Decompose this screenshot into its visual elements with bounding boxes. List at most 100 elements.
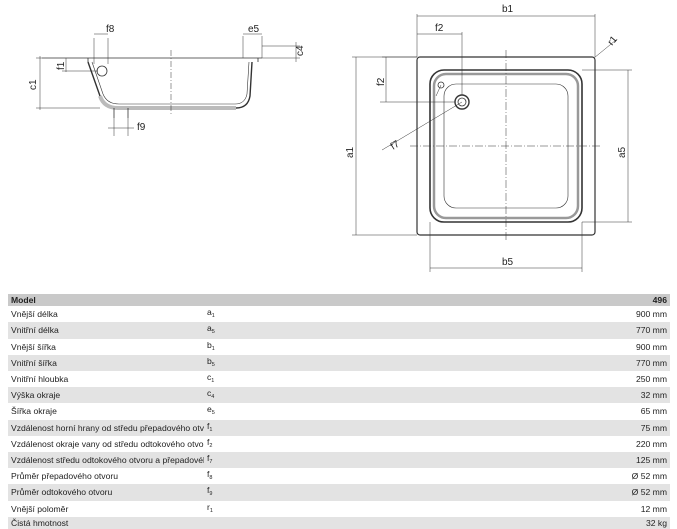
label-f1: f1 — [56, 61, 67, 70]
symbol-letter: c — [207, 388, 212, 399]
row-label: Vnitřní délka — [8, 322, 204, 339]
symbol-letter: f — [207, 469, 210, 480]
row-symbol: c1 — [204, 371, 270, 388]
header-label: Model — [8, 294, 204, 307]
row-symbol: r1 — [204, 500, 270, 517]
row-symbol: f1 — [204, 419, 270, 436]
label-f8: f8 — [106, 24, 115, 35]
symbol-letter: f — [207, 436, 210, 447]
symbol-subscript: 5 — [211, 329, 215, 336]
row-value: 65 mm — [270, 403, 670, 420]
row-value: Ø 52 mm — [270, 484, 670, 501]
row-label: Šířka okraje — [8, 403, 204, 420]
row-symbol: f9 — [204, 484, 270, 501]
label-r1: r1 — [606, 34, 620, 48]
row-label: Vnější poloměr — [8, 500, 204, 517]
symbol-subscript: 1 — [211, 345, 215, 352]
label-b5: b5 — [502, 257, 514, 268]
row-label: Vnější délka — [8, 306, 204, 323]
row-value: 125 mm — [270, 452, 670, 469]
row-value: 220 mm — [270, 435, 670, 453]
symbol-letter: b — [207, 355, 212, 366]
symbol-subscript: 1 — [211, 378, 215, 385]
top-view-drawing — [352, 14, 632, 272]
table-row: Vzdálenost horní hrany od středu přepado… — [8, 419, 670, 436]
symbol-letter: a — [207, 323, 212, 334]
label-a5: a5 — [617, 146, 628, 158]
table-row: Čistá hmotnost 32 kg — [8, 516, 670, 529]
row-symbol — [204, 516, 270, 529]
symbol-letter: e — [207, 404, 212, 415]
symbol-subscript: 5 — [211, 410, 215, 417]
symbol-subscript: 2 — [209, 442, 213, 449]
row-label: Vnitřní šířka — [8, 354, 204, 372]
row-value: 770 mm — [270, 354, 670, 372]
row-label: Vzdálenost okraje vany od středu odtokov… — [8, 435, 204, 453]
row-symbol: a1 — [204, 306, 270, 323]
table-header-row: Model 496 — [8, 294, 670, 307]
row-symbol: f7 — [204, 452, 270, 469]
row-value: 900 mm — [270, 338, 670, 355]
row-symbol: a5 — [204, 322, 270, 339]
symbol-letter: f — [207, 453, 210, 464]
symbol-subscript: 8 — [209, 475, 213, 482]
row-label: Čistá hmotnost — [8, 516, 204, 529]
side-view-labels: f8 e5 c4 f1 c1 f9 — [28, 24, 306, 133]
label-f9: f9 — [137, 122, 146, 133]
side-view-drawing — [36, 33, 300, 136]
symbol-subscript: 9 — [209, 491, 213, 498]
symbol-letter: c — [207, 372, 212, 383]
row-label: Průměr přepadového otvoru — [8, 468, 204, 485]
row-label: Průměr odtokového otvoru — [8, 484, 204, 501]
row-value: 75 mm — [270, 419, 670, 436]
row-value: 12 mm — [270, 500, 670, 517]
row-symbol: b5 — [204, 354, 270, 372]
row-symbol: f8 — [204, 468, 270, 485]
symbol-letter: a — [207, 307, 212, 318]
header-symbol — [204, 294, 270, 307]
table-row: Vzdálenost středu odtokového otvoru a př… — [8, 452, 670, 469]
row-symbol: b1 — [204, 338, 270, 355]
row-value: Ø 52 mm — [270, 468, 670, 485]
symbol-subscript: 5 — [211, 361, 215, 368]
label-f2-side: f2 — [376, 77, 387, 86]
row-value: 770 mm — [270, 322, 670, 339]
label-f7: f7 — [389, 139, 402, 153]
symbol-letter: f — [207, 485, 210, 496]
row-value: 900 mm — [270, 306, 670, 323]
row-label: Vnitřní hloubka — [8, 371, 204, 388]
row-label: Vnější šířka — [8, 338, 204, 355]
symbol-subscript: 1 — [211, 313, 215, 320]
symbol-letter: f — [207, 420, 210, 431]
label-e5: e5 — [248, 24, 260, 35]
symbol-subscript: 4 — [211, 394, 215, 401]
symbol-subscript: 1 — [209, 426, 213, 433]
row-value: 32 mm — [270, 387, 670, 404]
technical-drawings: f8 e5 c4 f1 c1 f9 — [28, 4, 632, 272]
table-row: Vzdálenost okraje vany od středu odtokov… — [8, 435, 670, 453]
row-label: Vzdálenost středu odtokového otvoru a př… — [8, 452, 204, 469]
row-value: 250 mm — [270, 371, 670, 388]
row-symbol: f2 — [204, 435, 270, 453]
row-value: 32 kg — [270, 516, 670, 529]
row-symbol: c4 — [204, 387, 270, 404]
label-c1: c1 — [28, 79, 39, 90]
symbol-subscript: 1 — [209, 507, 213, 514]
label-b1: b1 — [502, 4, 514, 15]
label-a1: a1 — [345, 146, 356, 158]
row-label: Vzdálenost horní hrany od středu přepado… — [8, 419, 204, 436]
label-c4: c4 — [295, 45, 306, 56]
row-symbol: e5 — [204, 403, 270, 420]
symbol-subscript: 7 — [209, 459, 213, 466]
header-value: 496 — [270, 294, 670, 307]
